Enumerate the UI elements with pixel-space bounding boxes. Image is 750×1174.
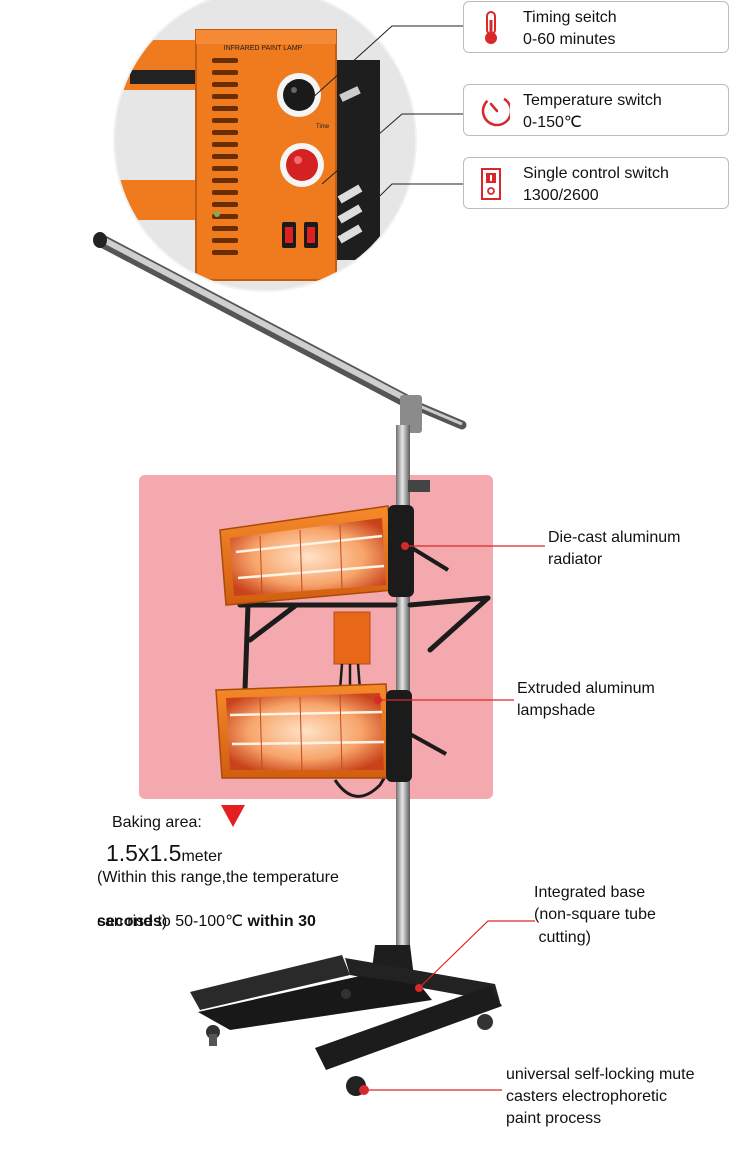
control-box-title: INFRARED PAINT LAMP <box>224 45 303 52</box>
callout-timing-switch: Timing seitch 0-60 minutes <box>463 1 729 53</box>
callout-temperature-switch: Temperature switch 0-150℃ <box>463 84 729 136</box>
thermometer-icon <box>485 11 497 44</box>
label-lampshade-line2: lampshade <box>517 702 596 719</box>
upper-lamp-head <box>219 505 450 606</box>
callout-temperature-title: Temperature switch <box>523 92 662 109</box>
callout-timing-range: 0-60 minutes <box>523 31 616 48</box>
callout-timing-title: Timing seitch <box>523 9 617 26</box>
baking-area-note-line3: seconds) <box>97 911 167 933</box>
callout-control-title: Single control switch <box>523 165 669 182</box>
power-switch-icon <box>481 168 501 200</box>
baking-area-size-value: 1.5x1.5 <box>106 840 182 866</box>
label-base-line2: (non-square tube <box>534 906 656 923</box>
baking-area-note-line1: (Within this range,the temperature <box>97 869 339 886</box>
label-radiator-line2: radiator <box>548 551 603 568</box>
gauge-icon <box>481 95 510 127</box>
label-casters-line1: universal self-locking mute <box>506 1066 695 1083</box>
baking-area-note-temp: can rise to 50-100℃ <box>97 913 244 930</box>
label-casters-line2: casters electrophoretic <box>506 1088 667 1105</box>
baking-area-note-seconds: seconds <box>97 913 162 930</box>
label-base-line3: cutting) <box>534 929 591 946</box>
control-box-zoom <box>113 0 417 292</box>
baking-area-note-line2: can rise to 50-100℃ within 30 <box>97 889 316 933</box>
label-radiator-line1: Die-cast aluminum <box>548 529 681 546</box>
baking-area-note-close: ) <box>161 913 168 930</box>
label-lampshade-line1: Extruded aluminum <box>517 680 655 697</box>
callout-control-switch: Single control switch 1300/2600 <box>463 157 729 209</box>
baking-area-size-unit: meter <box>181 848 223 865</box>
lower-lamp-head <box>215 683 447 782</box>
label-casters-line3: paint process <box>506 1110 602 1127</box>
baking-area-note-time: within 30 <box>243 913 316 930</box>
baking-area-size: 1.5x1.5meter <box>106 840 222 867</box>
baking-area-title: Baking area: <box>112 814 202 831</box>
callout-control-power: 1300/2600 <box>523 187 599 204</box>
callout-temperature-range: 0-150℃ <box>523 114 582 131</box>
baking-area-marker-icon <box>221 805 245 827</box>
stand-base <box>190 945 502 1096</box>
label-base-line1: Integrated base <box>534 884 646 901</box>
boom-arm <box>93 232 467 433</box>
time-dial-label: Time <box>316 124 330 130</box>
